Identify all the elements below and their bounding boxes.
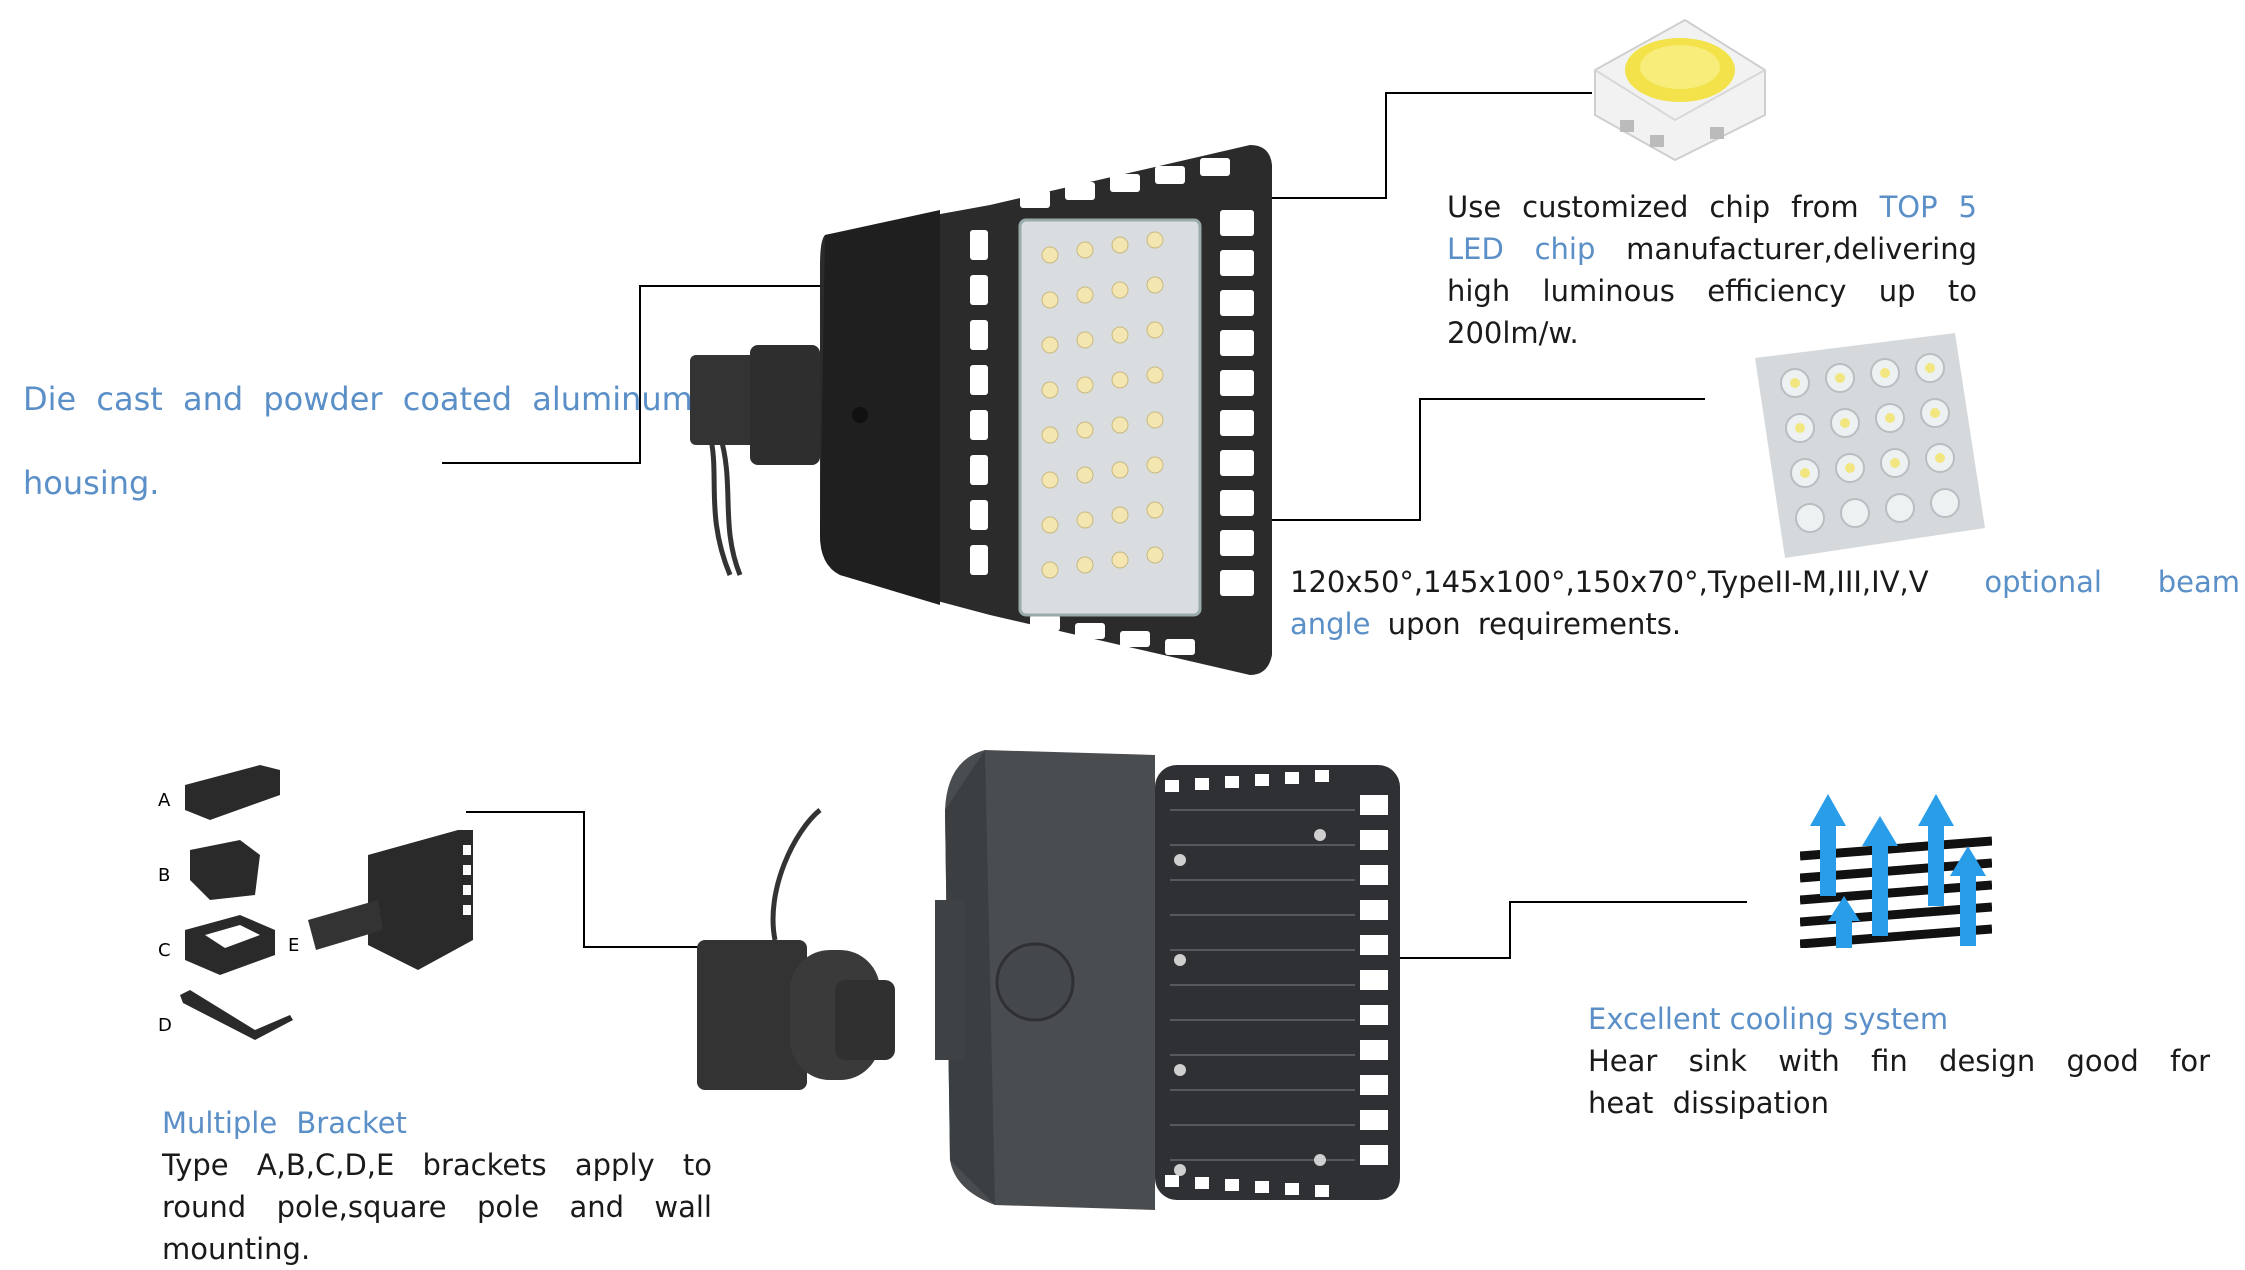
cooling-title: Excellent cooling system bbox=[1588, 1002, 1949, 1036]
housing-leader-line bbox=[442, 285, 838, 464]
chip-text-pre: Use customized chip from bbox=[1447, 190, 1880, 224]
beam-text-post: upon requirements. bbox=[1370, 607, 1682, 641]
fixture-front-image bbox=[690, 145, 1272, 675]
housing-line-2: housing. bbox=[23, 464, 160, 502]
bracket-label-c: C bbox=[158, 940, 171, 961]
bracket-a-image bbox=[185, 765, 280, 820]
bracket-b-image bbox=[190, 840, 260, 900]
bracket-label-e: E bbox=[288, 935, 300, 956]
bracket-d-image bbox=[180, 990, 293, 1040]
beam-description: 120x50°,145x100°,150x70°,TypeII-M,III,IV… bbox=[1290, 561, 2240, 645]
fixture-back-image bbox=[697, 750, 1400, 1210]
bracket-leader-line bbox=[466, 811, 705, 948]
chip-description: Use customized chip from TOP 5 LED chip … bbox=[1447, 186, 1977, 354]
cooling-description: Hear sink with fin design good for heat … bbox=[1588, 1044, 2210, 1120]
bracket-label-a: A bbox=[158, 790, 171, 811]
beam-text-pre: 120x50°,145x100°,150x70°,TypeII-M,III,IV… bbox=[1290, 565, 1985, 599]
housing-line-1: Die cast and powder coated aluminum bbox=[23, 380, 693, 418]
lens-closeup-image bbox=[1755, 333, 1985, 558]
bracket-title: Multiple Bracket bbox=[162, 1106, 407, 1140]
bracket-e-image bbox=[308, 830, 473, 970]
leader-lines bbox=[442, 92, 1747, 959]
bracket-label-d: D bbox=[158, 1015, 172, 1036]
bracket-thumbnails: A B C D E bbox=[150, 740, 480, 1040]
bracket-description: Type A,B,C,D,E brackets apply to round p… bbox=[162, 1148, 712, 1266]
led-chip-image bbox=[1594, 18, 1766, 162]
chip-highlight: TOP 5 LED chip bbox=[1447, 190, 1978, 266]
beam-highlight: optional beam angle bbox=[1290, 565, 2240, 641]
beam-leader-line bbox=[1140, 398, 1705, 521]
cooling-icon bbox=[1800, 786, 1992, 948]
chip-leader-line bbox=[1195, 92, 1592, 199]
chip-text-post: manufacturer,delivering high luminous ef… bbox=[1447, 232, 1977, 350]
bracket-label-b: B bbox=[158, 865, 171, 886]
bracket-c-image bbox=[185, 915, 275, 975]
